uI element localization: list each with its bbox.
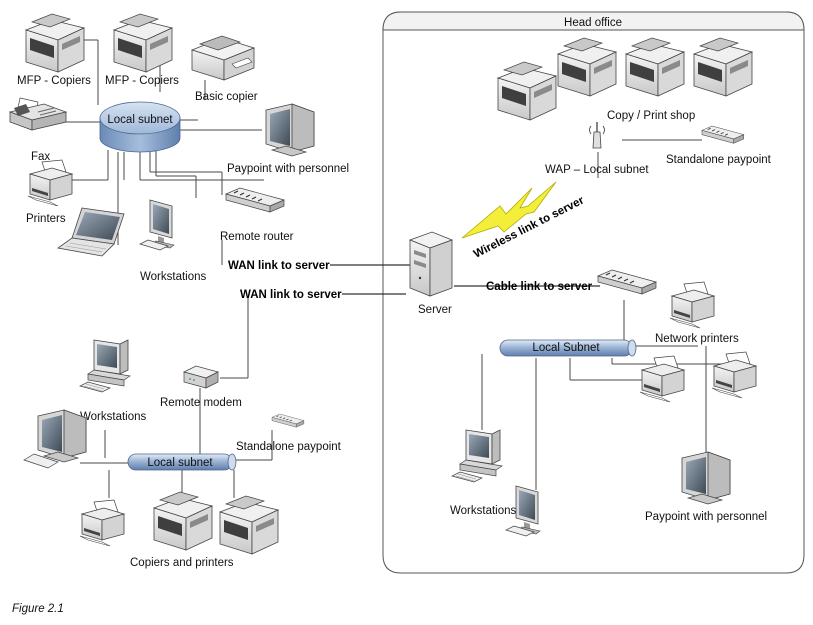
bottom-local-subnet-pipe: Local subnet — [127, 453, 237, 471]
mfp-copier-icon — [25, 13, 85, 73]
top-local-subnet-hub: Local subnet — [99, 101, 181, 153]
top-workstations-label: Workstations — [140, 271, 207, 283]
copy-shop-label: Copy / Print shop — [607, 110, 695, 122]
printer-icon — [79, 499, 125, 547]
wireless-lightning-icon — [461, 181, 557, 239]
head-office-title-bar — [382, 11, 805, 31]
modem-icon — [183, 365, 219, 389]
mfp1-label: MFP - Copiers — [17, 75, 91, 87]
router-icon — [225, 187, 285, 213]
copier-icon — [219, 495, 279, 555]
bottom-standalone-label: Standalone paypoint — [236, 441, 342, 453]
wap-label: WAP – Local subnet — [545, 164, 649, 176]
top-branch: MFP - Copiers MFP - Copiers Basic copier… — [9, 13, 349, 283]
head-paypoint-label: Paypoint with personnel — [645, 511, 767, 523]
copiers-printers-label: Copiers and printers — [130, 557, 234, 569]
head-standalone-label: Standalone paypoint — [666, 154, 772, 166]
keyboard-icon — [23, 453, 59, 469]
basic-copier-label: Basic copier — [195, 91, 258, 103]
mfp-copier-icon — [113, 13, 173, 73]
router-label: Remote router — [220, 231, 294, 243]
top-subnet-label: Local subnet — [107, 114, 173, 126]
printer-icon — [27, 159, 73, 207]
basic-copier-icon — [191, 35, 255, 81]
top-wan-label: WAN link to server — [228, 260, 330, 272]
server-label: Server — [418, 304, 452, 316]
head-local-subnet-pipe: Local Subnet — [499, 339, 637, 357]
laptop-icon — [57, 207, 125, 257]
figure-caption: Figure 2.1 — [12, 603, 64, 615]
bottom-branch: WAN link to server Workstations Remote m… — [23, 289, 342, 569]
workstation-monitor-icon — [139, 199, 175, 251]
workstation-icon — [79, 339, 131, 393]
cable-link-label: Cable link to server — [486, 281, 593, 293]
modem-label: Remote modem — [160, 397, 242, 409]
printers-label: Printers — [26, 213, 66, 225]
bottom-subnet-label: Local subnet — [147, 457, 213, 469]
head-workstations-label: Workstations — [450, 505, 517, 517]
mfp2-label: MFP - Copiers — [105, 75, 179, 87]
head-office-title: Head office — [564, 17, 622, 29]
top-paypoint-label: Paypoint with personnel — [227, 163, 349, 175]
bottom-wan-label: WAN link to server — [240, 289, 342, 301]
monitor-icon — [37, 409, 87, 463]
fax-label: Fax — [31, 151, 50, 163]
network-printers-label: Network printers — [655, 333, 739, 345]
standalone-paypoint-icon — [271, 413, 305, 428]
head-office-frame — [382, 11, 805, 574]
fax-icon — [9, 97, 67, 131]
bottom-workstations-label: Workstations — [80, 411, 147, 423]
server-icon — [409, 231, 453, 297]
head-subnet-label: Local Subnet — [532, 342, 600, 354]
copier-icon — [153, 491, 213, 551]
paypoint-monitor-icon — [265, 103, 315, 157]
